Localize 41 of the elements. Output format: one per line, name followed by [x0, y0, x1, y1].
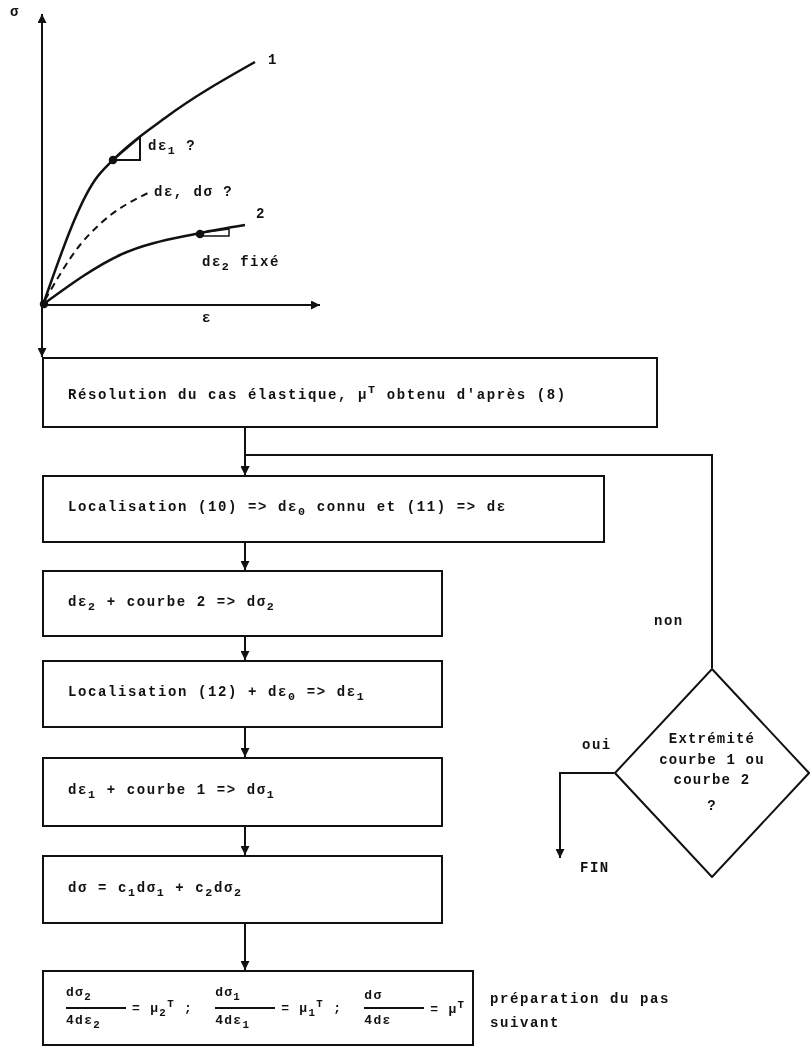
flow-arrow [240, 923, 250, 971]
fraction-denominator: 4dε [364, 1012, 392, 1028]
process-box [42, 660, 443, 728]
flow-arrow [240, 826, 250, 856]
process-box [42, 357, 658, 428]
axis-label: ε [202, 310, 212, 326]
equation-result: = μ$_{1}$$^{T}$ ; [281, 997, 343, 1019]
fraction-denominator: 4dε$_{2}$ [66, 1012, 102, 1031]
fraction-numerator: dσ$_{1}$ [215, 985, 276, 1009]
flow-arrow [240, 636, 250, 661]
decision-text: ? [707, 797, 717, 817]
slope-label: dε, dσ ? [154, 184, 234, 200]
flow-arrow [240, 727, 250, 758]
process-box [42, 855, 443, 924]
slope-label: dε$_{2}$ fixé [202, 254, 280, 274]
curve-label: 1 [268, 52, 278, 68]
flow-arrow [240, 454, 713, 669]
axis-label: σ [10, 4, 20, 20]
box-text: Localisation (12) + dε$_{0}$ => dε$_{1}$ [68, 684, 366, 704]
slope-label: dε$_{1}$ ? [148, 138, 197, 158]
decision-text: Extrémité courbe 1 ou courbe 2 [658, 730, 766, 790]
process-box [42, 570, 443, 637]
flow-arrow [240, 542, 250, 571]
fraction-denominator: 4dε$_{1}$ [215, 1012, 251, 1031]
process-box [42, 475, 605, 543]
equation-result: = μ$^{T}$ [430, 998, 466, 1018]
equation-result: = μ$_{2}$$^{T}$ ; [132, 997, 194, 1019]
box-text: Localisation (10) => dε$_{0}$ connu et (11) => dε [68, 499, 507, 519]
terminal-text: FIN [580, 860, 610, 876]
box-text: dσ = c$_{1}$dσ$_{1}$ + c$_{2}$dσ$_{2}$ [68, 879, 243, 900]
fraction-numerator: dσ [364, 988, 425, 1009]
flow-arrow [37, 329, 47, 358]
box-text: dε$_{1}$ + courbe 1 => dσ$_{1}$ [68, 782, 276, 802]
fraction-numerator: dσ$_{2}$ [66, 985, 126, 1009]
flow-arrow [555, 772, 615, 859]
side-note: préparation du pas suivant [490, 990, 672, 1033]
box-text: Résolution du cas élastique, μ$^{T}$ obtenu d'après (8) [68, 382, 567, 403]
formula-box [42, 970, 474, 1046]
process-box [42, 757, 443, 827]
box-text: dε$_{2}$ + courbe 2 => dσ$_{2}$ [68, 593, 276, 614]
curve-label: 2 [256, 206, 266, 222]
